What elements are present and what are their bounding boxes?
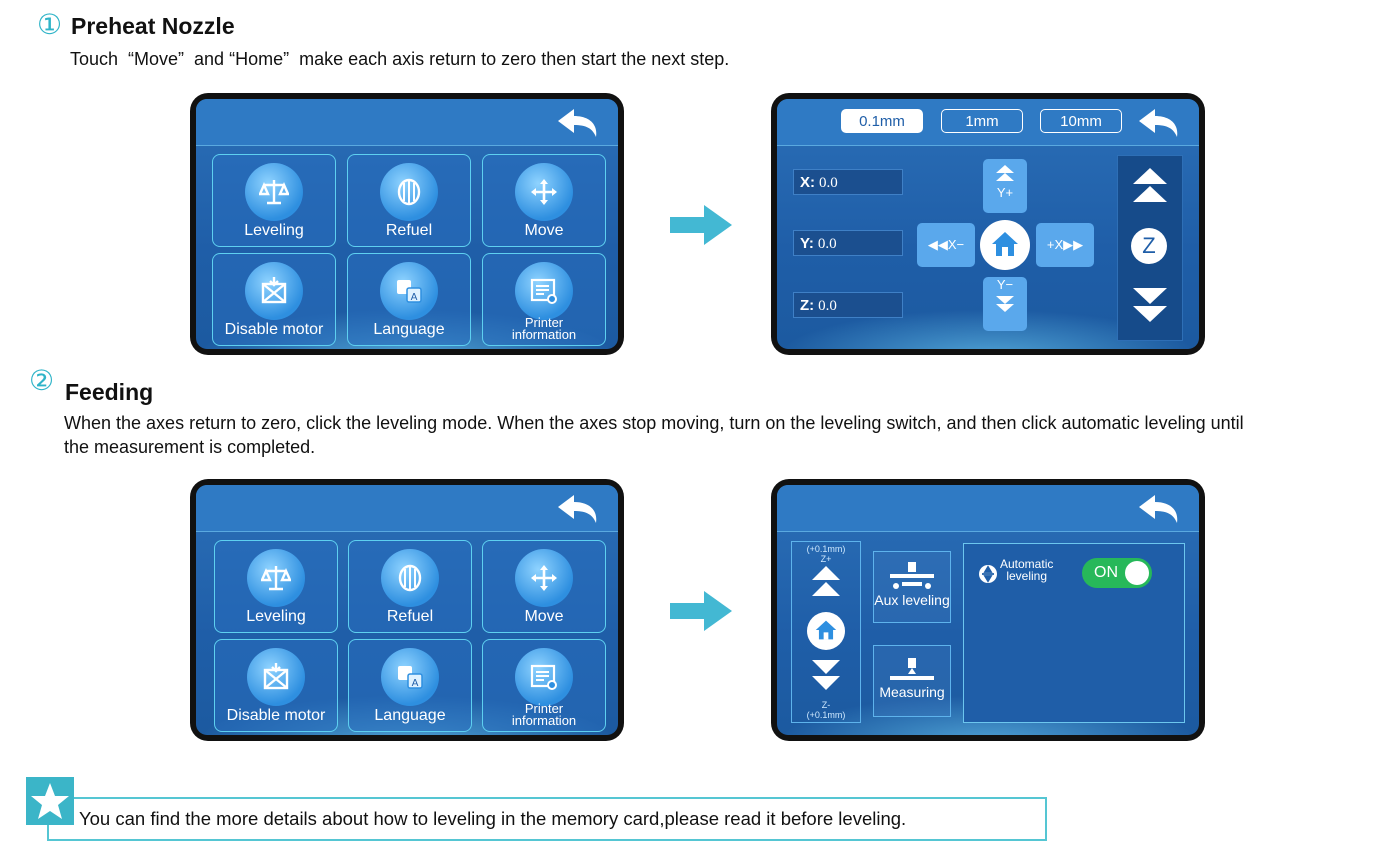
- tile-move[interactable]: Move: [482, 540, 606, 633]
- back-arrow-icon[interactable]: [1137, 107, 1181, 139]
- step-1-number: ①: [37, 8, 63, 41]
- language-icon: A: [380, 262, 438, 320]
- z-up-button[interactable]: [1133, 168, 1167, 204]
- step-0-1mm-button[interactable]: 0.1mm: [841, 109, 923, 133]
- y-axis-readout: Y:0.0: [793, 230, 903, 256]
- y-minus-button[interactable]: Y−: [983, 277, 1027, 331]
- screen-header: [777, 485, 1199, 532]
- tile-label: Move: [524, 608, 564, 625]
- tile-leveling[interactable]: Leveling: [212, 154, 336, 247]
- menu-screen-2: Leveling Refuel Move Disable motor A Lan…: [190, 479, 624, 741]
- nozzle-probe-icon: [890, 658, 934, 680]
- tile-language[interactable]: A Language: [347, 253, 471, 346]
- step-1mm-button[interactable]: 1mm: [941, 109, 1023, 133]
- move-arrows-icon: [515, 163, 573, 221]
- tile-language[interactable]: A Language: [348, 639, 472, 732]
- double-chevron-down-icon: [996, 296, 1014, 312]
- printer-info-icon: [515, 262, 573, 320]
- step-2-number: ②: [29, 364, 55, 397]
- z-axis-readout: Z:0.0: [793, 292, 903, 318]
- filament-spool-icon: [380, 163, 438, 221]
- tile-refuel[interactable]: Refuel: [348, 540, 472, 633]
- z-plus-button[interactable]: [812, 566, 840, 598]
- leveling-bed-icon: [890, 562, 934, 589]
- tile-label: Language: [373, 321, 445, 338]
- measuring-button[interactable]: Measuring: [873, 645, 951, 717]
- x-minus-button[interactable]: ◀◀X−: [917, 223, 975, 267]
- menu-screen-1: Leveling Refuel Move Disable motor A Lan…: [190, 93, 624, 355]
- back-arrow-icon[interactable]: [1137, 493, 1181, 525]
- disable-motor-icon: [245, 262, 303, 320]
- svg-text:A: A: [412, 678, 419, 689]
- z-down-button[interactable]: [1133, 288, 1167, 324]
- home-icon: [992, 232, 1018, 256]
- arrow-right-icon: [670, 205, 732, 245]
- back-arrow-icon[interactable]: [556, 493, 600, 525]
- step-2-description-line-1: When the axes return to zero, click the …: [64, 413, 1244, 433]
- move-arrows-icon: [515, 549, 573, 607]
- y-plus-button[interactable]: Y+: [983, 159, 1027, 213]
- tile-leveling[interactable]: Leveling: [214, 540, 338, 633]
- screen-header: [196, 485, 618, 532]
- tile-label: Leveling: [244, 222, 304, 239]
- filament-spool-icon: [381, 549, 439, 607]
- z-minus-button[interactable]: [812, 660, 840, 692]
- tile-move[interactable]: Move: [482, 154, 606, 247]
- auto-leveling-icon: [979, 565, 997, 583]
- z-home-button[interactable]: Z: [1131, 228, 1167, 264]
- disable-motor-icon: [247, 648, 305, 706]
- auto-leveling-toggle[interactable]: ON: [1082, 558, 1152, 588]
- x-plus-button[interactable]: +X▶▶: [1036, 223, 1094, 267]
- step-2-title: Feeding: [65, 379, 154, 405]
- home-button[interactable]: [807, 612, 845, 650]
- arrow-right-icon: [670, 591, 732, 631]
- home-icon: [815, 620, 837, 640]
- screen-header: [196, 99, 618, 146]
- z-axis-panel: Z: [1117, 155, 1183, 341]
- leveling-screen: (+0.1mm)Z+ Z-(+0.1mm) Aux leveling Measu…: [771, 479, 1205, 741]
- tile-refuel[interactable]: Refuel: [347, 154, 471, 247]
- toggle-knob: [1125, 561, 1149, 585]
- balance-icon: [247, 549, 305, 607]
- z-adjust-panel: (+0.1mm)Z+ Z-(+0.1mm): [791, 541, 861, 723]
- x-axis-readout: X:0.0: [793, 169, 903, 195]
- step-1-title: Preheat Nozzle: [71, 13, 235, 39]
- home-button[interactable]: [980, 220, 1030, 270]
- balance-icon: [245, 163, 303, 221]
- language-icon: A: [381, 648, 439, 706]
- printer-info-icon: [515, 648, 573, 706]
- step-10mm-button[interactable]: 10mm: [1040, 109, 1122, 133]
- move-screen: 0.1mm 1mm 10mm X:0.0 Y:0.0 Z:0.0 Y+ Y− ◀…: [771, 93, 1205, 355]
- aux-leveling-button[interactable]: Aux leveling: [873, 551, 951, 623]
- tile-label: Disable motor: [226, 707, 326, 724]
- tile-label: Move: [524, 222, 564, 239]
- step-1-description: Touch “Move” and “Home” make each axis r…: [70, 49, 730, 69]
- tile-label: Disable motor: [224, 321, 324, 338]
- tile-label: Leveling: [246, 608, 306, 625]
- svg-text:A: A: [411, 292, 418, 303]
- tile-disable-motor[interactable]: Disable motor: [212, 253, 336, 346]
- note-text: You can find the more details about how …: [79, 808, 907, 829]
- tile-disable-motor[interactable]: Disable motor: [214, 639, 338, 732]
- back-arrow-icon[interactable]: [556, 107, 600, 139]
- double-chevron-up-icon: [996, 165, 1014, 181]
- star-icon: [26, 777, 74, 825]
- tile-label: Refuel: [386, 608, 434, 625]
- tile-label: Language: [374, 707, 446, 724]
- step-2-description-line-2: the measurement is completed.: [64, 437, 316, 457]
- tile-label: Refuel: [385, 222, 433, 239]
